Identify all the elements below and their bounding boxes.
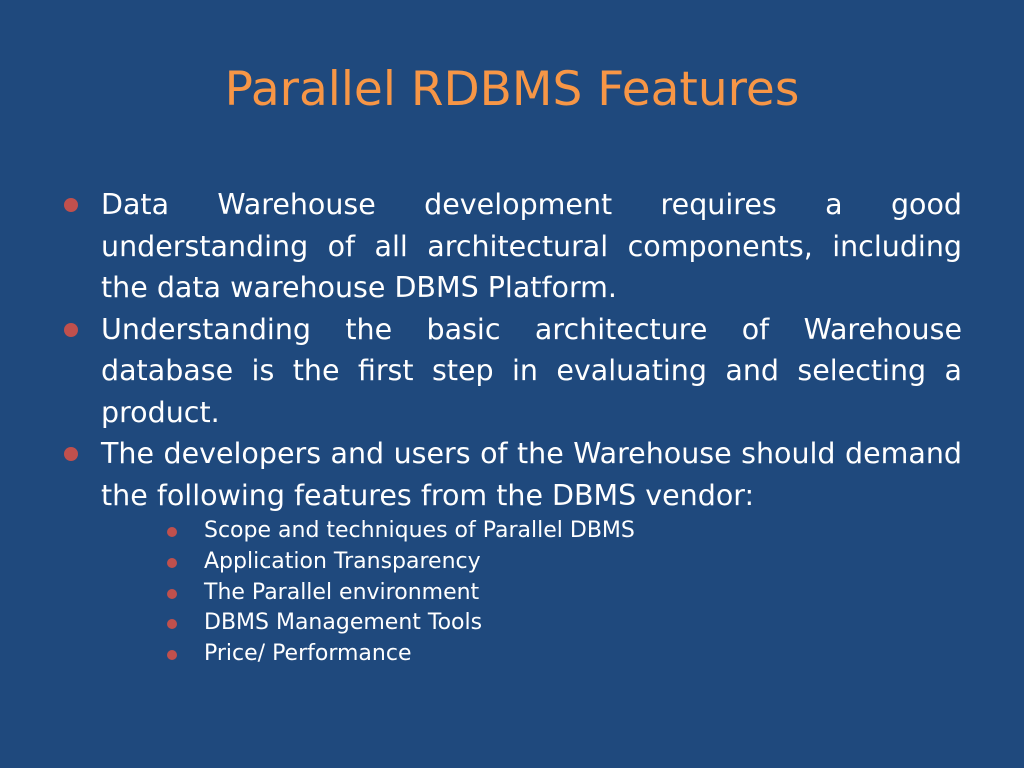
bullet-dot-icon bbox=[64, 322, 78, 337]
sub-bullet-list: Scope and techniques of Parallel DBMS Ap… bbox=[165, 516, 962, 670]
sub-bullet-item: Application Transparency bbox=[165, 547, 962, 578]
sub-bullet-item: Scope and techniques of Parallel DBMS bbox=[165, 516, 962, 547]
sub-bullet-text: Scope and techniques of Parallel DBMS bbox=[204, 518, 635, 543]
bullet-item: The developers and users of the Warehous… bbox=[62, 433, 962, 516]
sub-bullet-item: DBMS Management Tools bbox=[165, 608, 962, 639]
bullet-dot-icon bbox=[64, 198, 78, 212]
bullet-dot-icon bbox=[167, 588, 177, 599]
bullet-dot-icon bbox=[64, 447, 78, 461]
sub-bullet-text: Application Transparency bbox=[204, 548, 481, 574]
bullet-dot-icon bbox=[167, 557, 177, 568]
bullet-dot-icon bbox=[167, 527, 177, 537]
sub-bullet-text: DBMS Management Tools bbox=[204, 610, 483, 636]
slide-body: Data Warehouse development requires a go… bbox=[62, 184, 962, 670]
sub-bullet-item: The Parallel environment bbox=[165, 578, 962, 609]
sub-bullet-text: The Parallel environment bbox=[204, 579, 480, 605]
bullet-text: The developers and users of the Warehous… bbox=[101, 437, 962, 512]
bullet-item: Data Warehouse development requires a go… bbox=[62, 184, 962, 309]
bullet-dot-icon bbox=[167, 650, 177, 661]
slide-title: Parallel RDBMS Features bbox=[224, 62, 800, 117]
bullet-text: Data Warehouse development requires a go… bbox=[101, 188, 962, 304]
sub-bullet-item: Price/ Performance bbox=[165, 639, 962, 670]
bullet-dot-icon bbox=[167, 619, 177, 630]
sub-bullet-text: Price/ Performance bbox=[204, 641, 412, 667]
bullet-item: Understanding the basic architecture of … bbox=[62, 309, 962, 434]
bullet-text: Understanding the basic architecture of … bbox=[101, 312, 962, 429]
